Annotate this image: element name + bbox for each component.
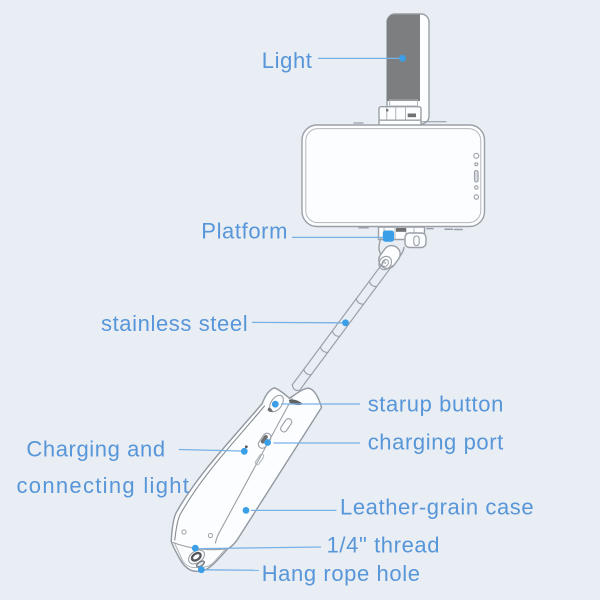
svg-text:connecting light: connecting light bbox=[17, 473, 191, 498]
svg-text:stainless steel: stainless steel bbox=[101, 311, 248, 336]
svg-text:charging port: charging port bbox=[368, 430, 504, 455]
svg-text:starup button: starup button bbox=[368, 391, 504, 416]
svg-text:Leather-grain case: Leather-grain case bbox=[340, 495, 534, 520]
svg-text:Light: Light bbox=[262, 48, 313, 73]
svg-text:Hang rope hole: Hang rope hole bbox=[262, 561, 421, 586]
svg-text:Charging and: Charging and bbox=[26, 437, 165, 462]
svg-text:Platform: Platform bbox=[201, 218, 288, 243]
svg-text:1/4" thread: 1/4" thread bbox=[327, 533, 441, 558]
